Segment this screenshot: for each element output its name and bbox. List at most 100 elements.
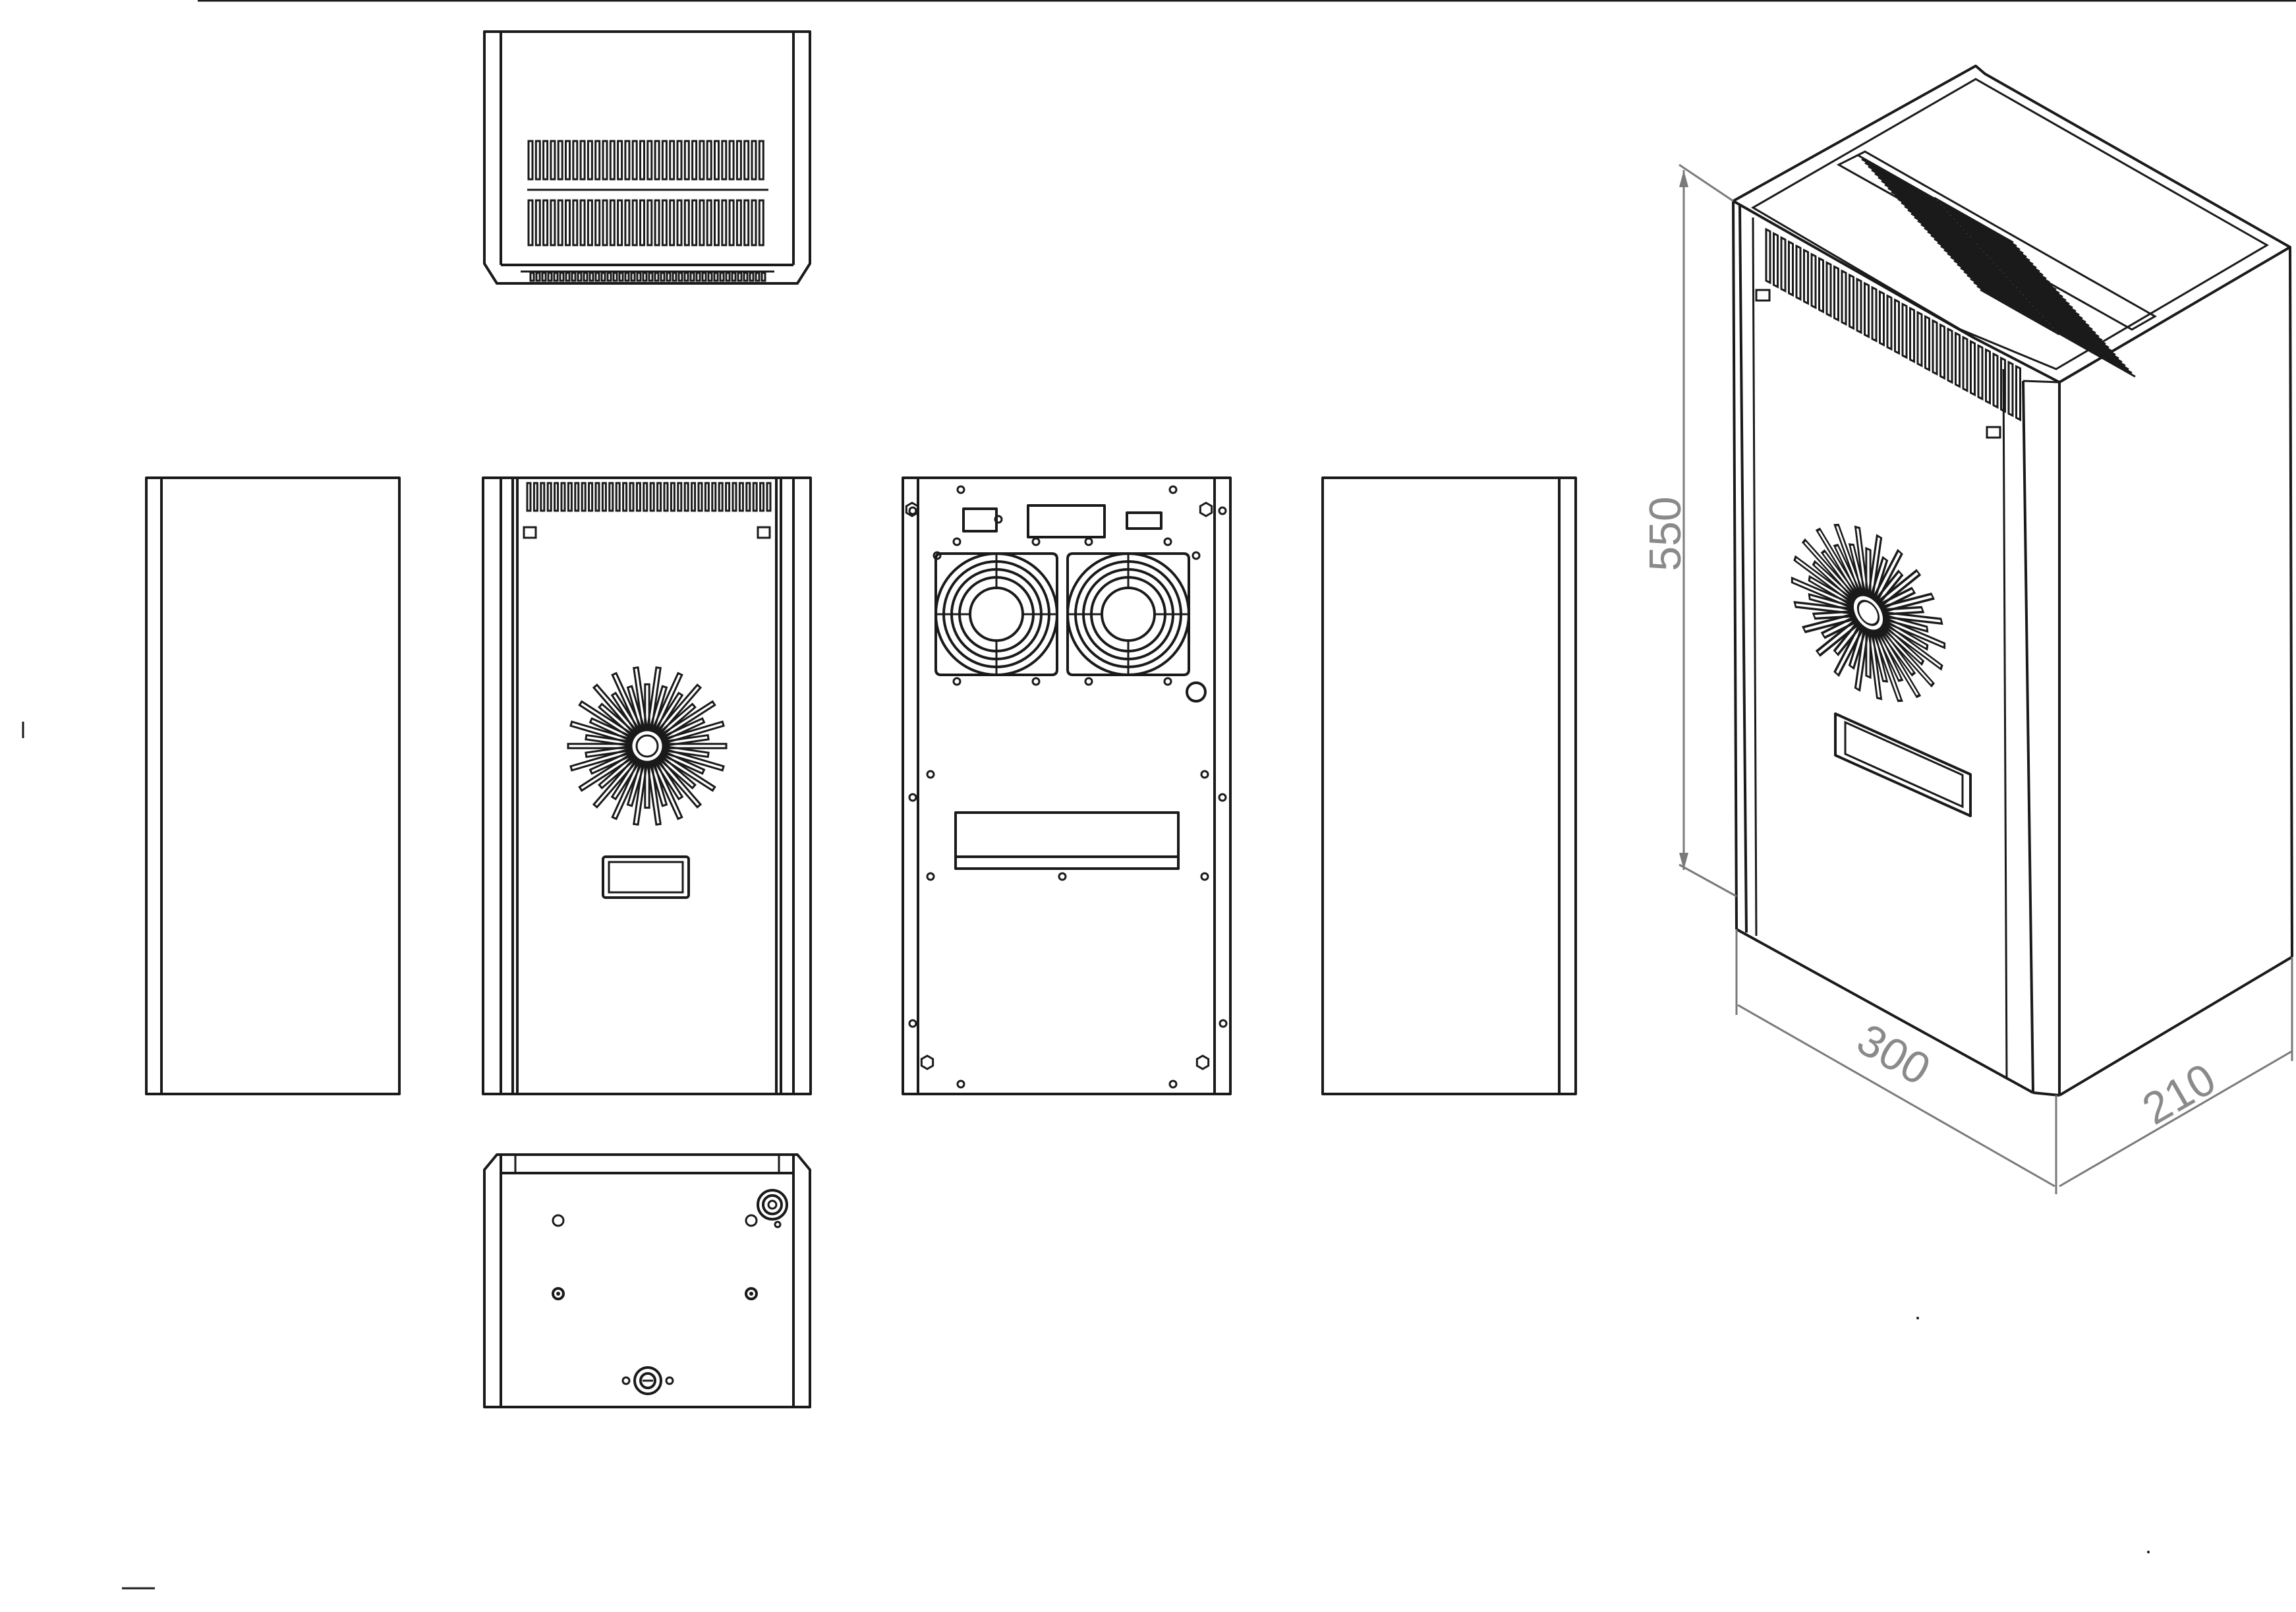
louvre-slot xyxy=(670,482,675,512)
bottom-drain-fitting-icon xyxy=(757,1189,788,1221)
louvre-slot xyxy=(550,140,556,181)
louvre-slot xyxy=(1953,218,2034,266)
dimension-height: 550 xyxy=(1640,163,1737,898)
louvre-slot xyxy=(587,199,593,246)
louvre-slot xyxy=(1940,245,2021,292)
strip-slot xyxy=(707,272,713,282)
mounting-hole xyxy=(1200,770,1209,779)
louvre-slot xyxy=(572,140,579,181)
strip-slot xyxy=(630,272,636,282)
louvre-slot xyxy=(1924,314,1930,372)
louvre-slot xyxy=(1894,298,1900,355)
louvre-slot xyxy=(759,482,765,512)
louvre-slot xyxy=(1962,335,1968,393)
louvre-slot xyxy=(2026,298,2106,345)
louvre-slot xyxy=(629,482,635,512)
louvre-slot xyxy=(1963,270,2044,318)
mounting-hole xyxy=(933,551,942,560)
mounting-hole xyxy=(956,485,965,494)
louvre-slot xyxy=(567,482,573,512)
mounting-hole xyxy=(956,1079,965,1089)
fan-hub xyxy=(1101,587,1156,642)
mounting-hole xyxy=(1168,1079,1178,1089)
louvre-slot xyxy=(1976,285,2057,332)
louvre-slot xyxy=(534,199,541,246)
louvre-slot xyxy=(706,199,712,246)
louvre-slot xyxy=(649,482,655,512)
louvre-slot xyxy=(1986,254,2067,302)
louvre-slot xyxy=(1891,190,1971,238)
isometric-view xyxy=(1732,65,2293,1097)
rear-cable-gland-icon xyxy=(1186,681,1207,703)
strip-slot xyxy=(541,272,547,282)
louvre-slot xyxy=(609,199,616,246)
louvre-slot xyxy=(1917,219,1997,267)
louvre-slot xyxy=(656,482,662,512)
strip-slot xyxy=(583,272,588,282)
louvre-slot xyxy=(1940,204,2021,251)
mounting-hole xyxy=(1191,551,1201,560)
strip-slot xyxy=(743,272,749,282)
louvre-slot xyxy=(1953,260,2034,306)
louvre-slot xyxy=(1970,339,1976,397)
louvre-slot xyxy=(661,140,668,181)
louvre-slot xyxy=(579,140,586,181)
louvre-slot xyxy=(624,140,631,181)
louvre-slot xyxy=(602,140,608,181)
louvre-slot xyxy=(728,140,735,181)
louvre-slot xyxy=(661,199,668,246)
louvre-slot xyxy=(745,482,751,512)
front-display-window xyxy=(602,855,690,899)
louvre-slot xyxy=(540,482,546,512)
louvre-slot xyxy=(526,482,532,512)
louvre-slot xyxy=(725,482,731,512)
mounting-hole xyxy=(926,872,935,881)
louvre-slot xyxy=(1901,302,1908,359)
louvre-slot xyxy=(2042,316,2123,363)
louvre-slot xyxy=(2016,287,2096,334)
louvre-slot xyxy=(1990,258,2070,305)
strip-slot xyxy=(565,272,571,282)
louvre-slot xyxy=(669,199,675,246)
louvre-slot xyxy=(1970,277,2050,325)
louvre-slot xyxy=(2023,295,2103,341)
louvre-slot xyxy=(1881,180,1961,227)
strip-slot xyxy=(529,272,535,282)
fan-slot xyxy=(661,734,710,747)
louvre-slot xyxy=(669,140,675,181)
louvre-slot xyxy=(683,140,690,181)
louvre-slot xyxy=(579,199,586,246)
strip-slot xyxy=(547,272,553,282)
louvre-slot xyxy=(1977,343,1984,401)
louvre-slot xyxy=(752,482,758,512)
fan-hub xyxy=(1856,600,1880,626)
louvre-slot xyxy=(1947,327,1953,384)
scan-specks xyxy=(22,722,2150,1590)
louvre-slot xyxy=(1932,319,1938,376)
louvre-slot xyxy=(1960,225,2040,273)
louvre-slot xyxy=(758,199,764,246)
rear-label-plate xyxy=(1027,504,1106,538)
louvre-slot xyxy=(546,482,552,512)
louvre-slot xyxy=(738,482,744,512)
louvre-slot xyxy=(1861,158,1941,205)
strip-slot xyxy=(588,272,594,282)
fan-screw xyxy=(952,537,961,546)
louvre-slot xyxy=(602,199,608,246)
louvre-slot xyxy=(691,482,697,512)
louvre-slot xyxy=(1907,209,1988,256)
louvre-slot xyxy=(1920,223,2001,270)
louvre-slot xyxy=(622,482,628,512)
louvre-slot xyxy=(587,140,593,181)
louvre-slot xyxy=(711,482,717,512)
louvre-slot xyxy=(677,482,683,512)
louvre-slot xyxy=(697,482,703,512)
louvre-slot xyxy=(1884,183,1965,231)
louvre-slot xyxy=(560,482,566,512)
mounting-hole xyxy=(1168,485,1178,494)
louvre-slot xyxy=(1795,244,1802,301)
louvre-slot xyxy=(588,482,594,512)
fan-screw xyxy=(1163,677,1172,686)
louvre-slot xyxy=(1841,269,1847,326)
